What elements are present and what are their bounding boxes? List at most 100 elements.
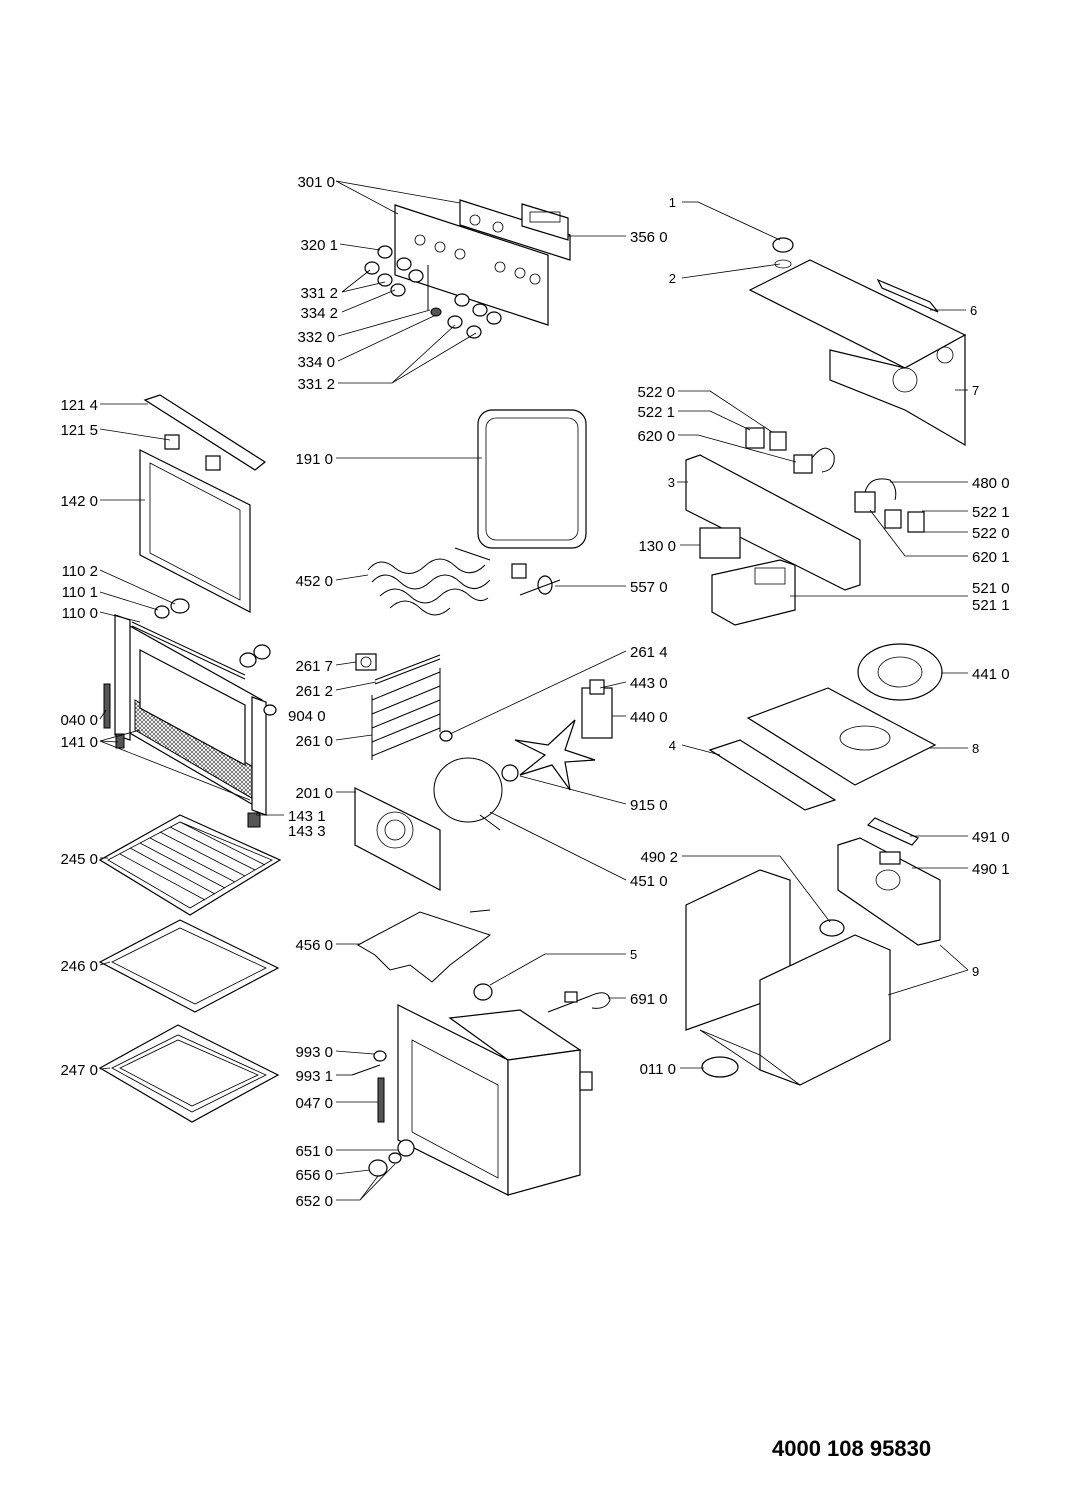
callout-2: 2 — [669, 271, 676, 286]
callout-480-0: 480 0 — [972, 475, 1010, 492]
bracket-6 — [876, 278, 939, 313]
module-522-b — [769, 431, 787, 451]
callout-110-2: 110 2 — [62, 563, 98, 580]
callout-440-0: 440 0 — [630, 709, 668, 726]
wire-rack-245 — [98, 814, 282, 916]
callout-9: 9 — [972, 964, 979, 979]
rear-panel-201 — [354, 787, 441, 891]
control-board-521 — [711, 559, 796, 626]
lamp-cover-261-7 — [355, 653, 377, 671]
rear-housing-group — [685, 817, 941, 1086]
callout-261-7: 261 7 — [295, 658, 333, 675]
door-seal-191 — [477, 409, 587, 549]
callout-047-0: 047 0 — [295, 1095, 333, 1112]
callout-110-1: 110 1 — [62, 584, 98, 601]
callout-246-0: 246 0 — [60, 958, 98, 975]
callout-1: 1 — [669, 195, 676, 210]
door-handle — [143, 394, 267, 471]
callout-456-0: 456 0 — [295, 937, 333, 954]
fan-motor-441 — [857, 643, 943, 701]
callout-247-0: 247 0 — [60, 1062, 98, 1079]
callout-334-2: 334 2 — [300, 305, 338, 322]
part-130-0 — [699, 527, 741, 559]
glass-clip-b — [154, 605, 170, 619]
callout-452-0: 452 0 — [295, 573, 333, 590]
callout-261-4: 261 4 — [630, 644, 668, 661]
callout-915-0: 915 0 — [630, 797, 668, 814]
callout-3: 3 — [668, 475, 675, 490]
callout-691-0: 691 0 — [630, 991, 668, 1008]
door-hinge-right — [251, 696, 267, 816]
top-cover-7 — [748, 259, 967, 369]
callout-491-0: 491 0 — [972, 829, 1010, 846]
shallow-tray — [98, 919, 280, 1013]
callout-620-1: 620 1 — [972, 549, 1010, 566]
callout-651-0: 651 0 — [295, 1143, 333, 1160]
callout-261-2: 261 2 — [295, 683, 333, 700]
callout-331-2-lower: 331 2 — [297, 376, 335, 393]
callout-443-0: 443 0 — [630, 675, 668, 692]
callout-522-0-right: 522 0 — [972, 525, 1010, 542]
callout-201-0: 201 0 — [295, 785, 333, 802]
callout-522-1: 522 1 — [637, 404, 675, 421]
callout-451-0: 451 0 — [630, 873, 668, 890]
callout-121-5: 121 5 — [60, 422, 98, 439]
callout-993-1: 993 1 — [295, 1068, 333, 1085]
grill-element-452 — [367, 547, 491, 616]
door-group — [103, 394, 271, 828]
wire-rack — [98, 814, 282, 916]
part-904 — [263, 704, 277, 716]
callout-334-0: 334 0 — [297, 354, 335, 371]
callout-522-0: 522 0 — [637, 384, 675, 401]
sensor-557 — [511, 563, 561, 596]
knob-set-lower — [430, 293, 502, 339]
switch-620-0 — [793, 454, 813, 474]
callout-143-3: 143 3 — [288, 823, 326, 840]
glass-clip-a — [170, 598, 190, 614]
callout-356-0: 356 0 — [630, 229, 668, 246]
switch-620-1 — [854, 491, 876, 513]
outer-door-glass — [139, 449, 251, 613]
callout-191-0: 191 0 — [295, 451, 333, 468]
circular-heater-451 — [433, 757, 503, 831]
callout-332-0: 332 0 — [297, 329, 335, 346]
thermostat-691 — [547, 991, 611, 1013]
fan-blade-443 — [514, 719, 596, 791]
callout-7: 7 — [972, 383, 979, 398]
callout-521-0: 521 0 — [972, 580, 1010, 597]
module-522-a — [745, 427, 765, 449]
rear-cover — [354, 787, 441, 891]
rear-panel-490 — [837, 837, 941, 946]
bracket-3 — [685, 454, 861, 591]
fan-assembly — [501, 679, 613, 791]
part-2 — [774, 259, 792, 269]
callout-040-0: 040 0 — [60, 712, 98, 729]
callout-620-0: 620 0 — [637, 428, 675, 445]
hinge-040 — [103, 683, 111, 729]
foot-011 — [701, 1056, 739, 1078]
callout-8: 8 — [972, 741, 979, 756]
callout-301-0: 301 0 — [297, 174, 335, 191]
callout-261-0: 261 0 — [295, 733, 333, 750]
terminal-491 — [866, 817, 919, 846]
door-hinge-left — [114, 614, 131, 741]
part-490-2 — [819, 919, 845, 937]
callout-490-2: 490 2 — [640, 849, 678, 866]
callout-652-0: 652 0 — [295, 1193, 333, 1210]
base-plate-group — [708, 643, 943, 811]
control-panel-fascia — [394, 204, 549, 326]
side-rails-261 — [355, 653, 441, 760]
callout-4: 4 — [669, 738, 676, 753]
callout-143-1: 143 1 — [288, 808, 326, 825]
callout-011-0: 011 0 — [640, 1061, 676, 1078]
cavity-side — [507, 1049, 581, 1196]
control-panel-group — [364, 199, 571, 339]
fan-motor-440 — [581, 687, 613, 739]
shallow-tray-246 — [98, 919, 280, 1013]
callout-320-1: 320 1 — [300, 237, 338, 254]
knob-set-upper — [364, 245, 429, 310]
callout-110-0: 110 0 — [62, 605, 98, 622]
deep-tray — [98, 1024, 280, 1123]
handle-bracket-b — [205, 455, 221, 471]
